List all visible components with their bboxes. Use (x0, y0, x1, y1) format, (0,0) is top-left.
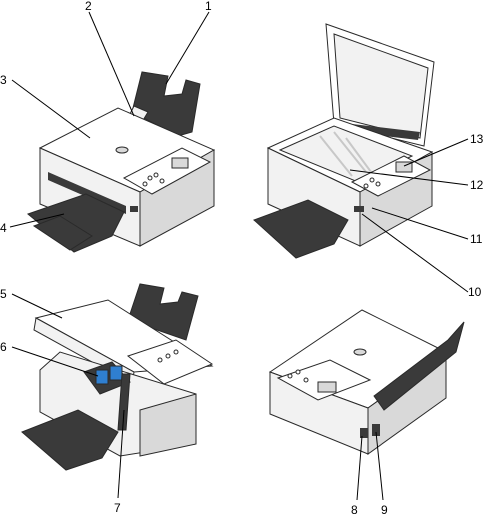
panel-display (395, 161, 413, 173)
panel-display (171, 157, 189, 169)
callout-2: 2 (85, 0, 92, 13)
logo-badge (353, 348, 367, 356)
view-front-closed (26, 71, 216, 253)
leader-line (11, 293, 63, 319)
panel-button (295, 369, 301, 375)
callout-7: 7 (114, 501, 121, 515)
view-unit-raised (21, 283, 214, 471)
panel-display (317, 381, 337, 393)
panel-button (157, 357, 163, 363)
callout-4: 4 (0, 221, 7, 235)
glass-reflection (333, 131, 367, 173)
base-right (139, 393, 197, 457)
callout-6: 6 (0, 340, 7, 354)
panel-button (363, 183, 369, 189)
callout-12: 12 (470, 178, 484, 192)
card-slot (130, 206, 138, 212)
panel-button (153, 172, 159, 178)
view-lid-open (253, 23, 435, 259)
glass-reflection (319, 135, 353, 177)
leader-line (349, 169, 469, 186)
callout-11: 11 (470, 232, 483, 246)
callout-3: 3 (0, 73, 7, 87)
callout-13: 13 (470, 132, 484, 146)
operator-panel (276, 359, 372, 401)
callout-5: 5 (0, 287, 7, 301)
lid-underside (333, 33, 429, 139)
paper-support (373, 321, 465, 411)
power-connector (372, 424, 380, 436)
panel-button (159, 178, 165, 184)
panel-button (287, 373, 293, 379)
ink-cartridge (95, 369, 109, 385)
paper-exit-tray-extension (32, 215, 93, 251)
view-rear (268, 309, 465, 455)
panel-button (369, 177, 375, 183)
scanner-support (117, 373, 131, 431)
leader-line (11, 79, 91, 139)
leader-line (375, 431, 384, 501)
panel-raised (126, 339, 214, 385)
leader-line (117, 409, 125, 499)
leader-line (361, 213, 469, 293)
callout-8: 8 (351, 503, 358, 517)
panel-button (173, 349, 179, 355)
logo-badge (115, 146, 129, 154)
panel-button (303, 377, 309, 383)
callout-10: 10 (468, 285, 482, 299)
leader-line (403, 138, 469, 167)
card-slot (354, 206, 364, 212)
leader-line (165, 11, 210, 85)
panel-button (165, 353, 171, 359)
usb-port (360, 428, 368, 438)
ink-cartridge (109, 365, 123, 381)
leader-line (371, 207, 469, 240)
paper-support (131, 71, 201, 137)
leader-line (9, 213, 65, 228)
paper-exit-tray (253, 199, 349, 259)
lid-hinge-strip (350, 124, 420, 140)
leader-line (11, 346, 99, 377)
panel-button (375, 181, 381, 187)
paper-exit-tray (21, 409, 119, 471)
glass-reflection (345, 137, 375, 177)
panel-button (142, 181, 148, 187)
leader-line (356, 435, 363, 501)
callout-9: 9 (381, 503, 388, 517)
leader-line (88, 11, 135, 117)
callout-1: 1 (205, 0, 212, 13)
leader-lines (9, 11, 469, 501)
panel-button (147, 175, 153, 181)
